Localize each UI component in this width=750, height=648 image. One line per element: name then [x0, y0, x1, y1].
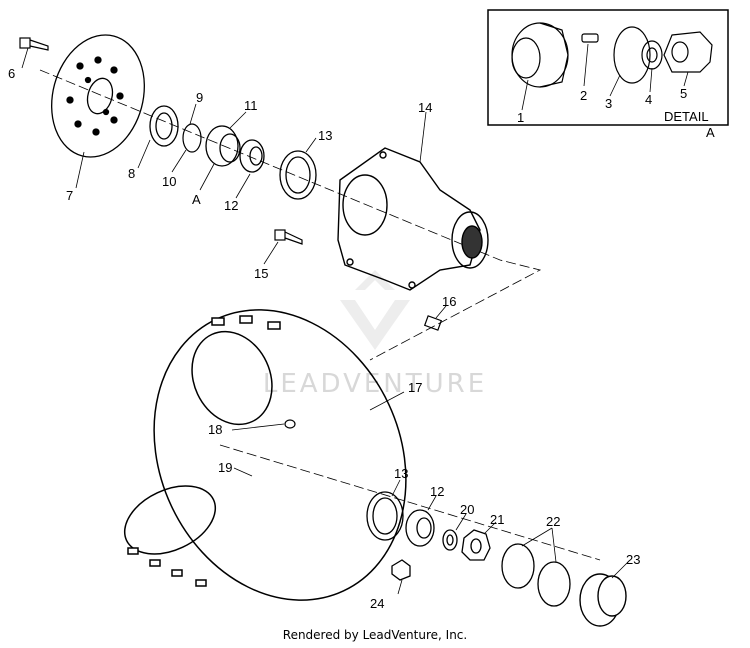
callout-8: 8	[128, 166, 135, 181]
detail-leaders	[521, 43, 689, 111]
part-22-o-rings	[501, 543, 571, 607]
callout-12-lower: 12	[430, 484, 444, 499]
part-9-10-ring	[182, 123, 202, 153]
callout-leaders	[21, 47, 629, 595]
part-17-tire	[123, 309, 407, 601]
detail-part-1	[511, 22, 569, 88]
callout-7: 7	[66, 188, 73, 203]
part-7-brake-disc	[51, 34, 145, 158]
callout-21: 21	[490, 512, 504, 527]
watermark-text: LEADVENTURE	[263, 369, 487, 399]
callout-23: 23	[626, 552, 640, 567]
part-15-bolt	[274, 229, 303, 245]
part-11-bearing-carrier	[205, 125, 241, 167]
callout-18: 18	[208, 422, 222, 437]
part-8-seal	[149, 105, 179, 147]
detail-part-2	[581, 33, 599, 43]
detail-callout-2: 2	[580, 88, 587, 103]
detail-a-box: 1 2 3 4 5 DETAIL A	[487, 9, 729, 140]
detail-callout-1: 1	[517, 110, 524, 125]
callout-10: 10	[162, 174, 176, 189]
part-12-bearing-upper	[239, 139, 265, 173]
callout-12-upper: 12	[224, 198, 238, 213]
part-18-valve-stem	[284, 419, 296, 429]
callout-9: 9	[196, 90, 203, 105]
callout-13-upper: 13	[318, 128, 332, 143]
callout-16: 16	[442, 294, 456, 309]
part-20-washer	[442, 529, 458, 551]
callout-13-lower: 13	[394, 466, 408, 481]
callout-22: 22	[546, 514, 560, 529]
detail-part-3	[613, 26, 651, 84]
axis-line-upper	[39, 69, 542, 361]
callout-20: 20	[460, 502, 474, 517]
detail-part-4	[641, 40, 663, 70]
part-6-bolt	[19, 37, 49, 51]
callout-6: 6	[8, 66, 15, 81]
part-14-hub	[337, 147, 489, 291]
watermark-logo	[340, 270, 410, 350]
detail-part-5	[663, 31, 713, 73]
callout-a: A	[192, 192, 201, 207]
axis-line-lower	[219, 444, 601, 561]
part-21-nut	[461, 529, 491, 561]
callout-15: 15	[254, 266, 268, 281]
part-24-lug-nut	[391, 559, 411, 581]
callout-11: 11	[244, 98, 258, 113]
detail-title: DETAIL	[664, 109, 709, 124]
part-13-race-lower	[366, 491, 404, 541]
callout-19: 19	[218, 460, 232, 475]
callout-17: 17	[408, 380, 422, 395]
detail-ref: A	[706, 125, 715, 140]
detail-callout-5: 5	[680, 86, 687, 101]
detail-callout-4: 4	[645, 92, 652, 107]
callout-14: 14	[418, 100, 432, 115]
part-13-race-upper	[279, 150, 317, 200]
part-12-bearing-lower	[405, 509, 435, 547]
part-16-grease-fitting	[423, 315, 443, 331]
callout-24: 24	[370, 596, 384, 611]
detail-callout-3: 3	[605, 96, 612, 111]
part-23-hub-cap	[579, 573, 627, 627]
footer-credit: Rendered by LeadVenture, Inc.	[282, 628, 468, 642]
